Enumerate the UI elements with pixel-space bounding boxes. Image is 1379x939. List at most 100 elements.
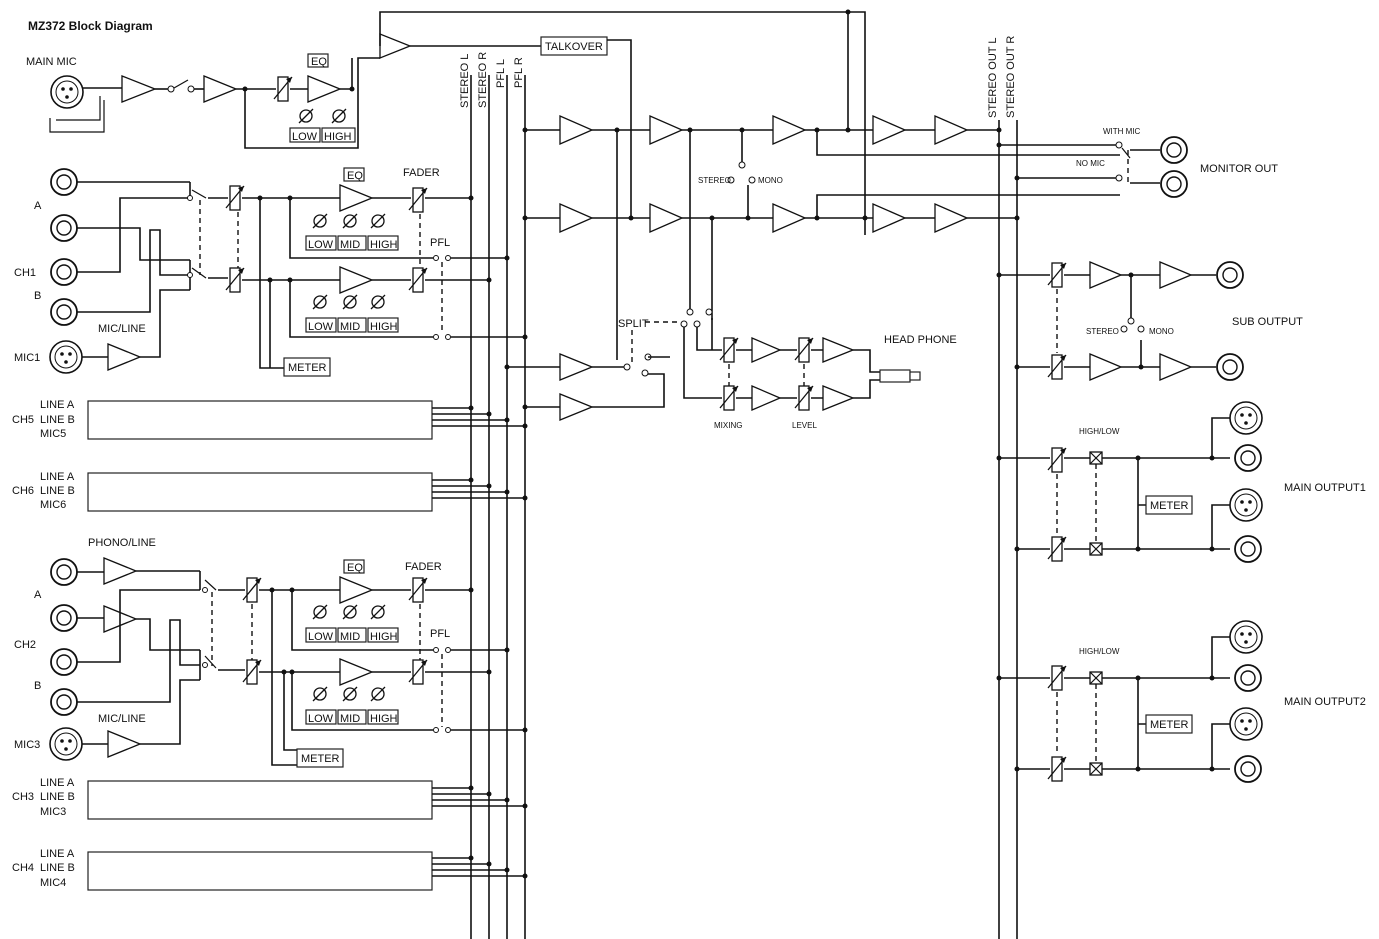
ch2-r-low-label: LOW	[308, 713, 334, 725]
ch1-l-mid-label: MID	[340, 239, 360, 251]
sub-output-l-jack-icon	[1216, 261, 1244, 289]
ch3-line-a-label: LINE A	[40, 777, 75, 789]
main2-jack-l-icon	[1234, 664, 1262, 692]
main1-highlow-r-icon	[1089, 542, 1103, 556]
main-mic-high-knob-icon	[331, 108, 347, 124]
main1-xlr-l-icon	[1229, 401, 1263, 435]
ch5-label: CH5	[12, 414, 34, 426]
pfl-l-label: PFL L	[495, 59, 507, 88]
head-phone-label: HEAD PHONE	[884, 334, 957, 346]
sub-output-r-jack-icon	[1216, 353, 1244, 381]
ch1-gain-r-icon	[225, 267, 245, 293]
main2-vr-r-icon	[1047, 756, 1067, 782]
ch4-line-a-label: LINE A	[40, 848, 75, 860]
hp-mixing-l-icon	[719, 337, 739, 363]
ch2-l-high-knob-icon	[370, 604, 386, 620]
ch1-label: CH1	[14, 267, 36, 279]
ch2-phono-line-label: PHONO/LINE	[88, 537, 156, 549]
main2-highlow-l-icon	[1089, 671, 1103, 685]
stereo-mix: STEREO MONO WITH MIC NO MIC MONITOR OUT	[525, 12, 1278, 360]
mic3-xlr-icon	[49, 727, 83, 761]
main1-jack-r-icon	[1234, 535, 1262, 563]
ch3-label: CH3	[12, 791, 34, 803]
ch2-b-label: B	[34, 680, 41, 692]
stereo-l-label: STEREO L	[459, 54, 471, 108]
main-output2-section: HIGH/LOW METER MAIN OUTPUT2	[999, 620, 1366, 783]
ch2-gain-l-icon	[242, 577, 262, 603]
ch1-l-mid-knob-icon	[342, 213, 358, 229]
ch1-fader-label: FADER	[403, 167, 440, 179]
ch1-r-mid-knob-icon	[342, 294, 358, 310]
ch1-meter-label: METER	[288, 362, 327, 374]
ch4-line-b-label: LINE B	[40, 862, 75, 874]
ch1-fader-r-icon	[408, 267, 428, 293]
main1-meter-label: METER	[1150, 500, 1189, 512]
sub-vr-r-icon	[1047, 354, 1067, 380]
ch3-ch4-section: LINE A CH3 LINE B MIC3 LINE A CH4 LINE B…	[12, 777, 525, 891]
main-mic-high-label: HIGH	[324, 131, 352, 143]
ch2-gain-r-icon	[242, 659, 262, 685]
main1-jack-l-icon	[1234, 444, 1262, 472]
ch1-fader-l-icon	[408, 187, 428, 213]
main2-xlr-l-icon	[1229, 620, 1263, 654]
ch5-line-a-label: LINE A	[40, 399, 75, 411]
ch5-mic5-label: MIC5	[40, 428, 66, 440]
main-mic-label: MAIN MIC	[26, 56, 77, 68]
ch1-l-high-label: HIGH	[370, 239, 398, 251]
main-mic-eq-label: EQ	[311, 56, 327, 68]
stereo-out-l-label: STEREO OUT L	[987, 38, 999, 118]
hp-level-l-icon	[794, 337, 814, 363]
ch3-mic3-label: MIC3	[40, 806, 66, 818]
sub-vr-l-icon	[1047, 262, 1067, 288]
bus-labels: STEREO L STEREO R PFL L PFL R STEREO OUT…	[459, 36, 1017, 118]
main1-highlow-l-icon	[1089, 451, 1103, 465]
monitor-out-r-jack-icon	[1160, 170, 1188, 198]
main2-xlr-r-icon	[1229, 707, 1263, 741]
ch2-b-jack-1-icon	[50, 648, 78, 676]
ch1-a-jack-1-icon	[50, 168, 78, 196]
ch1-r-high-label: HIGH	[370, 321, 398, 333]
ch2-label: CH2	[14, 639, 36, 651]
junction-dots	[242, 9, 1215, 879]
stereo-label-1: STEREO	[698, 176, 731, 185]
ch1-l-low-knob-icon	[312, 213, 328, 229]
hp-level-r-icon	[794, 385, 814, 411]
level-label: LEVEL	[792, 421, 817, 430]
main-output1-section: HIGH/LOW METER MAIN OUTPUT1	[999, 401, 1366, 563]
monitor-out-l-jack-icon	[1160, 136, 1188, 164]
ch2-l-mid-label: MID	[340, 631, 360, 643]
ch3-line-b-label: LINE B	[40, 791, 75, 803]
mic1-xlr-icon	[49, 340, 83, 374]
ch6-mic6-label: MIC6	[40, 499, 66, 511]
ch2-a-label: A	[34, 589, 42, 601]
ch6-line-b-label: LINE B	[40, 485, 75, 497]
ch1-pfl-label: PFL	[430, 237, 450, 249]
ch1-a-label: A	[34, 200, 42, 212]
main2-meter-label: METER	[1150, 719, 1189, 731]
ch6-line-a-label: LINE A	[40, 471, 75, 483]
ch1-gain-l-icon	[225, 185, 245, 211]
ch2-pfl-label: PFL	[430, 628, 450, 640]
with-mic-label: WITH MIC	[1103, 127, 1141, 136]
ch5-line-b-label: LINE B	[40, 414, 75, 426]
diagram-title: MZ372 Block Diagram	[28, 19, 153, 33]
no-mic-label: NO MIC	[1076, 159, 1105, 168]
main-mic-low-knob-icon	[298, 108, 314, 124]
ch2-r-mid-knob-icon	[342, 686, 358, 702]
ch2-meter-label: METER	[301, 753, 340, 765]
main-mic-xlr-icon	[50, 75, 84, 109]
main-output2-label: MAIN OUTPUT2	[1284, 696, 1366, 708]
headphone-section: SPLIT MIXING LEVEL HEAD PHONE	[507, 308, 957, 430]
ch2-fader-r-icon	[408, 659, 428, 685]
ch2-b-jack-2-icon	[50, 688, 78, 716]
ch4-mic4-label: MIC4	[40, 877, 66, 889]
ch3-block	[87, 780, 433, 820]
main1-vr-l-icon	[1047, 447, 1067, 473]
ch2-r-mid-label: MID	[340, 713, 360, 725]
mono-label-2: MONO	[1149, 327, 1174, 336]
ch1-r-high-knob-icon	[370, 294, 386, 310]
ch2-l-mid-knob-icon	[342, 604, 358, 620]
ch1-b-jack-1-icon	[50, 258, 78, 286]
ch2-l-low-label: LOW	[308, 631, 334, 643]
